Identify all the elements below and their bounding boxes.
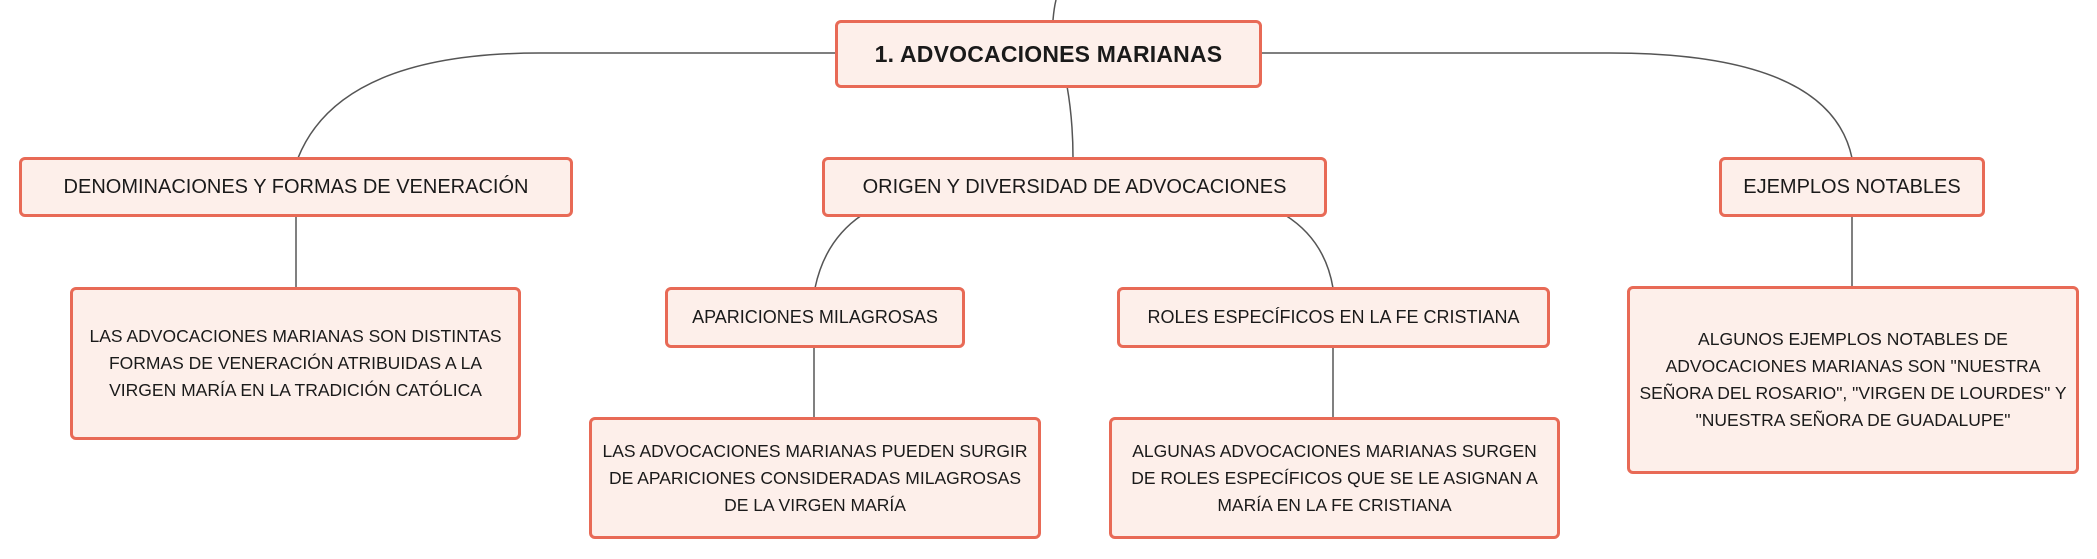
- root-node[interactable]: 1. ADVOCACIONES MARIANAS: [835, 20, 1262, 88]
- detail-node-text: ALGUNAS ADVOCACIONES MARIANAS SURGEN DE …: [1131, 440, 1538, 515]
- branch-node-label: ORIGEN Y DIVERSIDAD DE ADVOCACIONES: [862, 175, 1287, 198]
- connector-origen-roles: [1284, 214, 1334, 289]
- detail-node-ejemplos[interactable]: ALGUNOS EJEMPLOS NOTABLES DE ADVOCACIONE…: [1627, 286, 2079, 474]
- detail-node-denominaciones[interactable]: LAS ADVOCACIONES MARIANAS SON DISTINTAS …: [70, 287, 521, 440]
- detail-node-roles[interactable]: ALGUNAS ADVOCACIONES MARIANAS SURGEN DE …: [1109, 417, 1560, 539]
- connector-root-ejemplos: [1260, 52, 1853, 159]
- connector-root-parent: [1052, 0, 1057, 21]
- connector-origen-apariciones: [814, 214, 863, 289]
- branch-node-ejemplos[interactable]: EJEMPLOS NOTABLES: [1719, 157, 1985, 217]
- connector-root-origen: [1066, 85, 1074, 159]
- detail-node-text: ALGUNOS EJEMPLOS NOTABLES DE ADVOCACIONE…: [1639, 329, 2067, 430]
- detail-node-text: LAS ADVOCACIONES MARIANAS SON DISTINTAS …: [89, 326, 502, 400]
- sub-node-apariciones[interactable]: APARICIONES MILAGROSAS: [665, 287, 965, 348]
- branch-node-denominaciones[interactable]: DENOMINACIONES Y FORMAS DE VENERACIÓN: [19, 157, 573, 217]
- root-node-title: 1. ADVOCACIONES MARIANAS: [874, 40, 1223, 67]
- branch-node-label: EJEMPLOS NOTABLES: [1743, 175, 1961, 198]
- sub-node-roles[interactable]: ROLES ESPECÍFICOS EN LA FE CRISTIANA: [1117, 287, 1550, 348]
- sub-node-label: APARICIONES MILAGROSAS: [692, 307, 938, 327]
- detail-node-text: LAS ADVOCACIONES MARIANAS PUEDEN SURGIR …: [602, 440, 1028, 515]
- sub-node-label: ROLES ESPECÍFICOS EN LA FE CRISTIANA: [1147, 307, 1520, 327]
- branch-node-origen[interactable]: ORIGEN Y DIVERSIDAD DE ADVOCACIONES: [822, 157, 1327, 217]
- connector-root-denominaciones: [297, 52, 836, 159]
- detail-node-apariciones[interactable]: LAS ADVOCACIONES MARIANAS PUEDEN SURGIR …: [589, 417, 1041, 539]
- branch-node-label: DENOMINACIONES Y FORMAS DE VENERACIÓN: [63, 175, 529, 198]
